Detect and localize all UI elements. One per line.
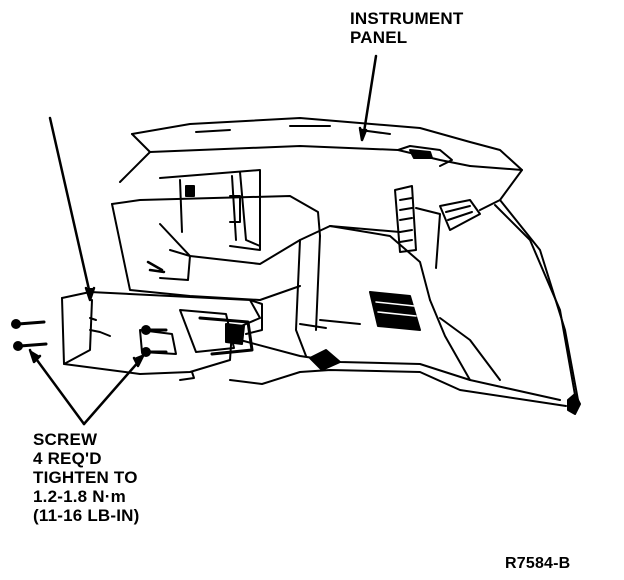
- screw-callout-line-2: 4 REQ'D: [33, 449, 102, 468]
- instrument-panel-label-line-1: INSTRUMENT: [350, 9, 464, 28]
- knee-bolster-bracket: [61, 291, 263, 381]
- screw-leader-right: [82, 358, 142, 426]
- screw-callout-line-4: 1.2-1.8 N·m: [33, 487, 126, 506]
- screw-icon: [13, 341, 48, 351]
- screw-leader-left: [32, 354, 86, 426]
- screw-icon: [141, 325, 168, 335]
- figure-code: R7584-B: [505, 555, 571, 572]
- instrument-panel-label: INSTRUMENT PANEL: [350, 9, 463, 47]
- screws: [11, 319, 168, 357]
- screw-callout-line-5: (11-16 LB-IN): [33, 506, 140, 525]
- center-stack: [159, 169, 441, 269]
- screw-callout: SCREW 4 REQ'D TIGHTEN TO 1.2-1.8 N·m (11…: [33, 430, 140, 525]
- glove-box: [229, 291, 567, 407]
- screw-icon: [11, 319, 46, 329]
- screw-callout-line-1: SCREW: [33, 430, 98, 449]
- screw-callout-line-3: TIGHTEN TO: [33, 468, 138, 487]
- bracket-leader: [48, 116, 92, 296]
- instrument-panel-leader: [362, 54, 378, 134]
- dash-top: [119, 117, 523, 183]
- instrument-panel-label-line-2: PANEL: [350, 28, 408, 47]
- screw-icon: [141, 347, 168, 357]
- leader-lines: [28, 54, 378, 426]
- dash-right-end: [439, 165, 581, 415]
